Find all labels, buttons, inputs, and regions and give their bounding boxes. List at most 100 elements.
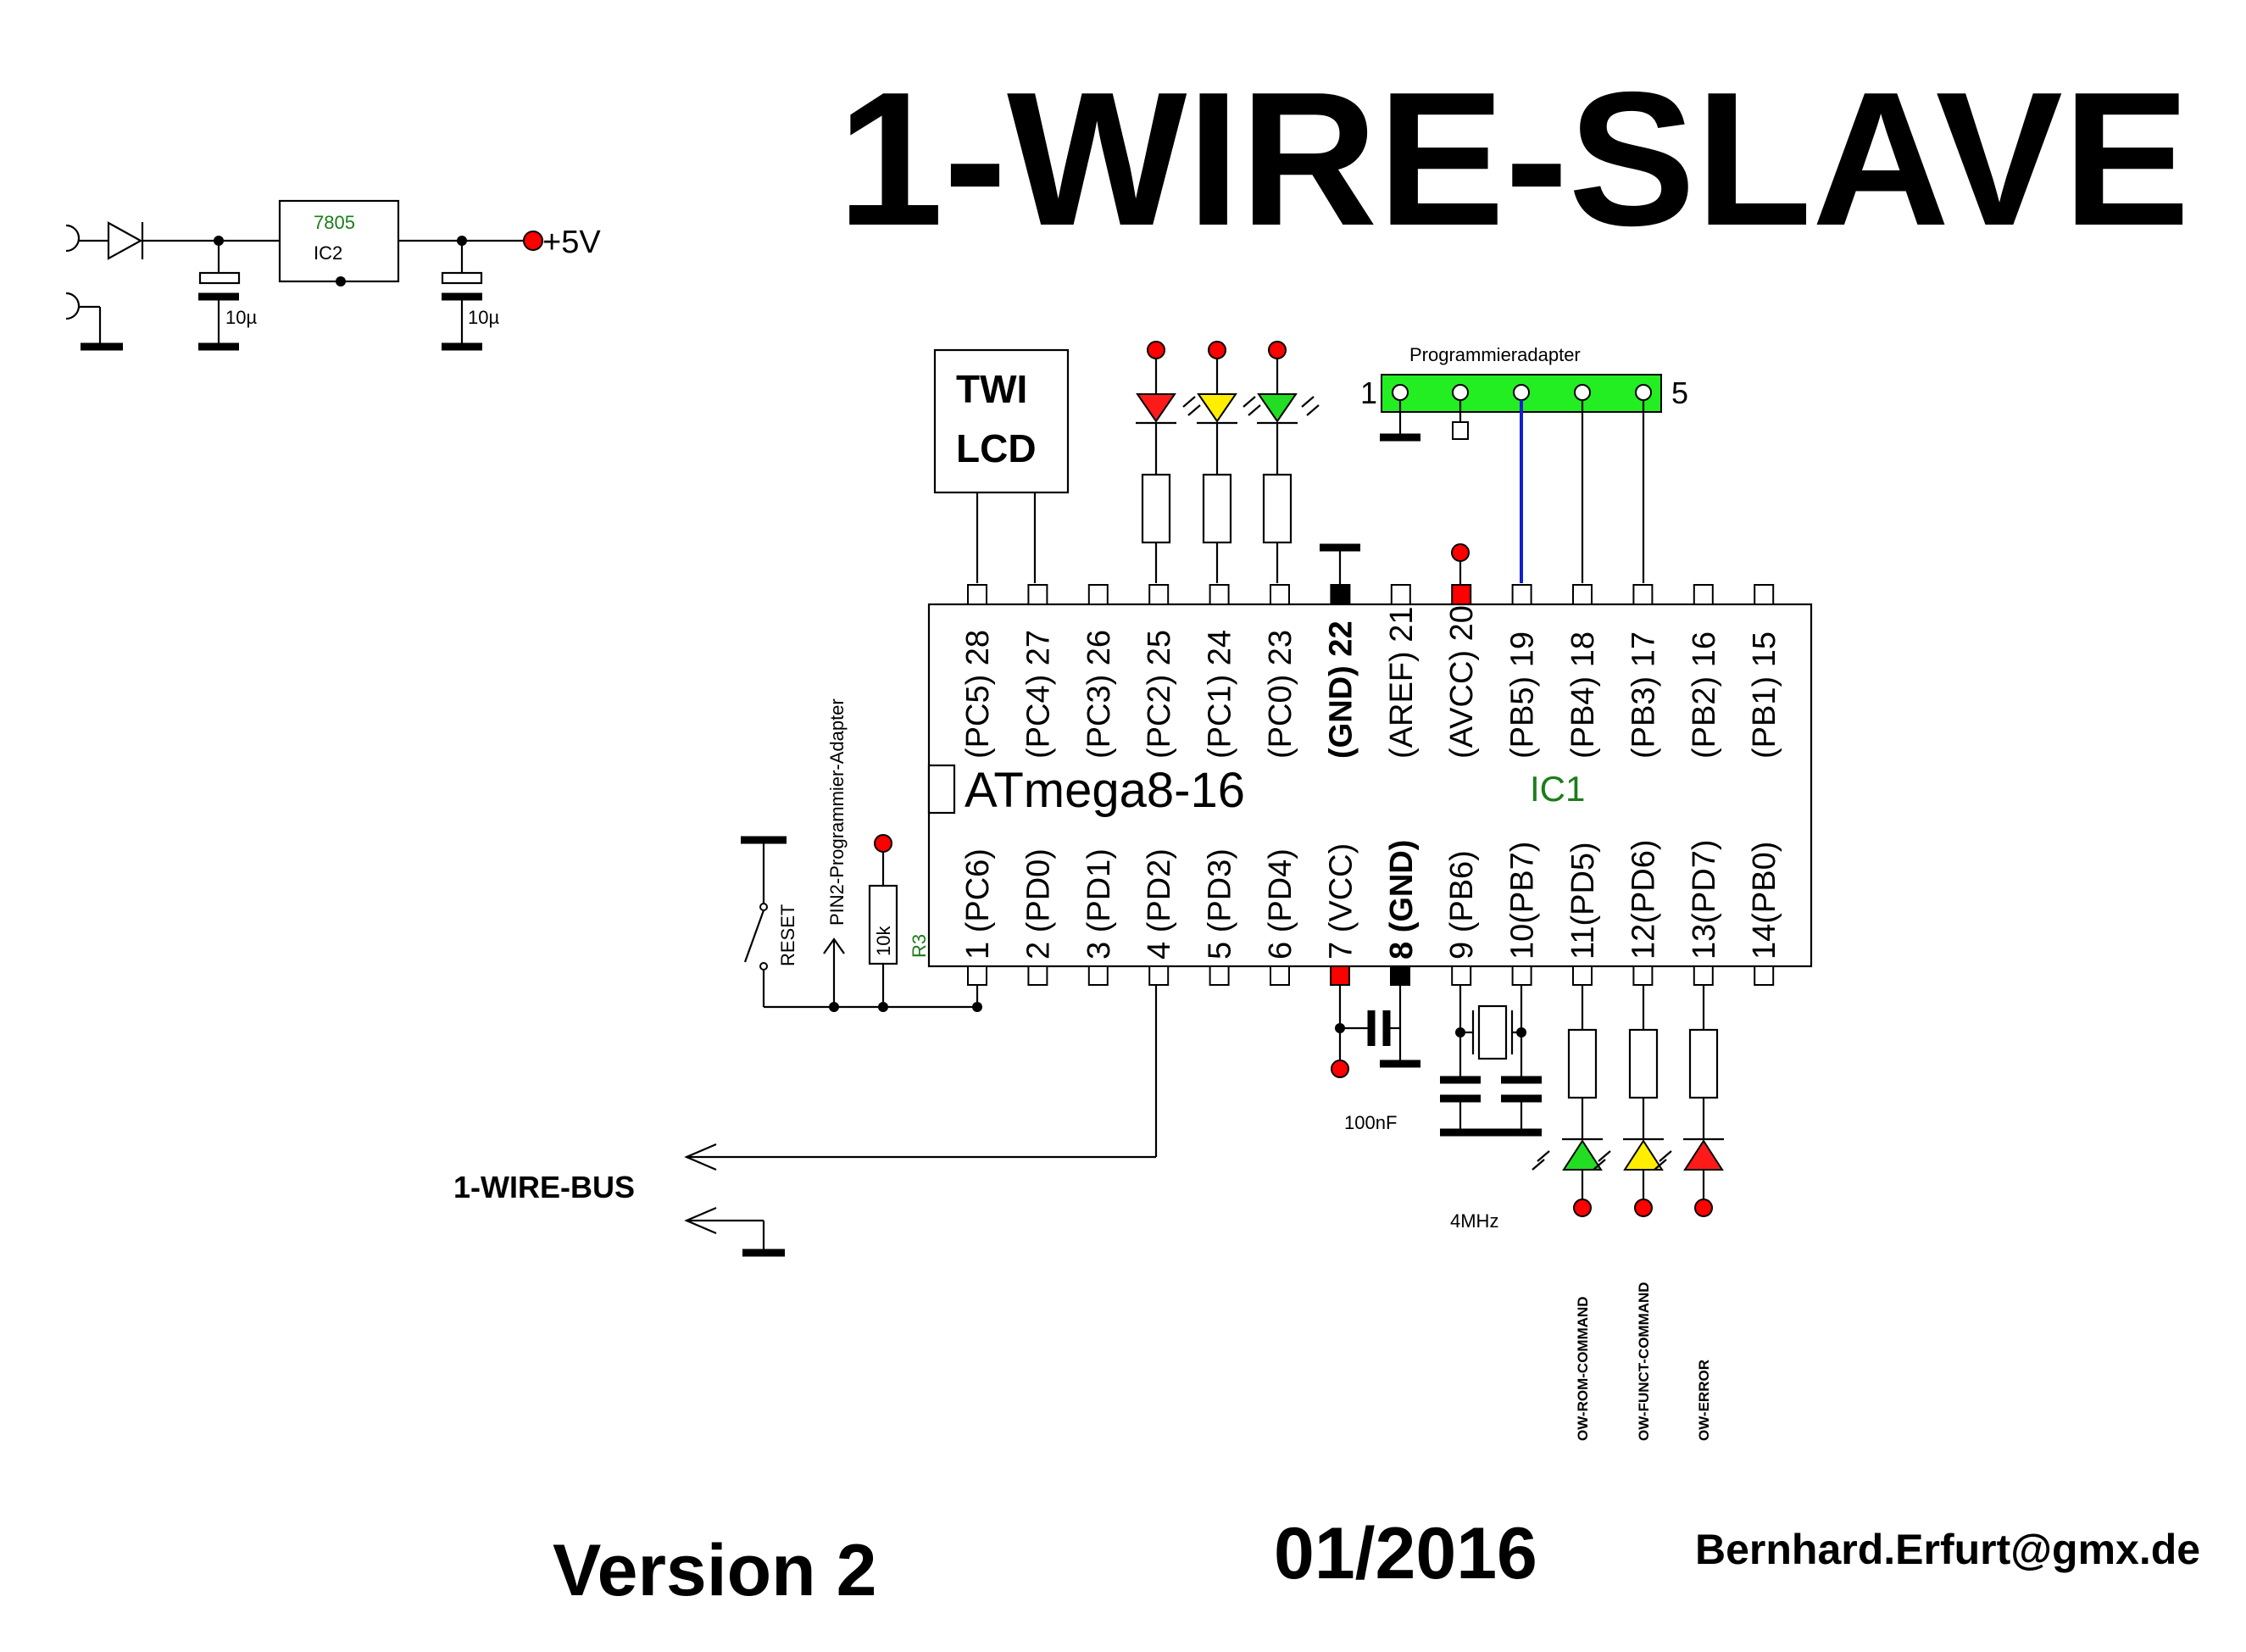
mcu-top-pin-pad (1754, 584, 1775, 605)
mcu-bottom-pin-pad (1572, 965, 1593, 986)
mcu-top-pin-pad (1270, 584, 1290, 605)
programmer-label: Programmieradapter (1409, 344, 1581, 365)
top-led-group (1136, 341, 1320, 583)
mcu-top-pin-label: (PC1) 24 (1203, 630, 1238, 759)
mcu-top-pin-pad (1511, 584, 1532, 605)
status-led-red (1654, 985, 1724, 1217)
date-label: 01/2016 (1274, 1513, 1537, 1594)
mcu-ref: IC1 (1530, 769, 1585, 809)
mcu-bottom-pin-label: 10(PB7) (1505, 842, 1541, 959)
programmer-pin-first: 1 (1360, 375, 1377, 410)
mcu-top-pin-label: (PC0) 23 (1263, 630, 1298, 759)
decoupling-cap-value: 100nF (1344, 1112, 1397, 1133)
status-label-rom: OW-ROM-COMMAND (1575, 1296, 1591, 1441)
mcu-top-pin-pad (1572, 584, 1593, 605)
mcu-top-pin-pad (1330, 584, 1351, 605)
reset-resistor-ref: R3 (909, 934, 930, 958)
mcu-bottom-pin-pad (1270, 965, 1290, 986)
mcu-bottom-pin-label: 7 (VCC) (1323, 843, 1359, 959)
mcu-bottom-pin-label: 2 (PD0) (1020, 848, 1056, 959)
mcu-bottom-pin-pad (967, 965, 987, 986)
mcu-top-pin-pad (1209, 584, 1230, 605)
status-led-yellow (1593, 985, 1664, 1217)
mcu-bottom-pin-pad (1209, 965, 1230, 986)
mcu-top-pin-label: (PC4) 27 (1020, 630, 1056, 759)
led-green-top (1243, 341, 1320, 583)
regulator-ref: IC2 (314, 242, 342, 264)
bus-label: 1-WIRE-BUS (453, 1170, 635, 1204)
regulator-type: 7805 (314, 212, 355, 233)
mcu-top-pin-label: (PB2) 16 (1687, 631, 1722, 759)
one-wire-bus: 1-WIRE-BUS (453, 985, 1158, 1257)
mcu-name: ATmega8-16 (965, 763, 1245, 818)
mcu-top-pin-label: (PC3) 26 (1081, 630, 1117, 759)
mcu-bottom-pin-pad (1632, 965, 1654, 986)
mcu-top-pin-pad (967, 584, 987, 605)
reset-circuit: RESET PIN2-Programmier-Adapter 10k R3 (741, 698, 982, 1012)
lcd-label: LCD (956, 426, 1037, 470)
decoupling: 100nF (1330, 965, 1420, 1133)
mcu-top-pin-label: (PB5) 19 (1505, 631, 1541, 759)
mcu-top-pin-pad (1451, 584, 1472, 605)
mcu-top-pin-label: (GND) 22 (1323, 620, 1359, 759)
twi-lcd-box: TWI LCD (933, 348, 1070, 583)
mcu-top-pin-label: (PB3) 17 (1626, 631, 1661, 759)
status-led-green (1532, 985, 1603, 1217)
programmer-header: Programmieradapter 1 5 (1360, 344, 1688, 583)
crystal-frequency: 4MHz (1450, 1210, 1498, 1232)
diagram-title: 1-WIRE-SLAVE (837, 52, 2190, 265)
mcu-bottom-pin-label: 6 (PD4) (1263, 848, 1298, 959)
status-label-funct: OW-FUNCT-COMMAND (1636, 1282, 1652, 1441)
crystal-symbol (1477, 1004, 1508, 1060)
mcu-bottom-pin-pad (1693, 965, 1714, 986)
mcu-bottom-pin-pad (1511, 965, 1532, 986)
mcu-top-pin-label: (PB1) 15 (1747, 631, 1782, 759)
led-red-top (1136, 341, 1176, 583)
mcu-top-pin-pad (1390, 584, 1411, 605)
mcu-top-pin-label: (AVCC) 20 (1444, 605, 1480, 759)
input-capacitor-value: 10µ (225, 307, 257, 328)
power-supply: 10µ 7805 IC2 10µ +5V (65, 199, 601, 351)
diode-symbol (107, 221, 143, 260)
twi-label: TWI (956, 367, 1027, 411)
status-led-group: OW-ROM-COMMAND OW-FUNCT-COMMAND OW-ERROR (1532, 985, 1724, 1441)
programmer-pin-last: 5 (1671, 375, 1688, 410)
adapter-pin-label: PIN2-Programmier-Adapter (826, 698, 848, 926)
led-yellow-top (1182, 341, 1237, 583)
mcu-bottom-pin-pad (1451, 965, 1472, 986)
mcu-bottom-pin-label: 3 (PD1) (1081, 848, 1117, 959)
mcu-bottom-pins: 1 (PC6) 2 (PD0) 3 (PD1) 4 (PD2) 5 (PD3) 6 (PD… (960, 840, 1782, 986)
mcu-top-pin-pad (1632, 584, 1654, 605)
mcu-bottom-pin-pad (1754, 965, 1775, 986)
mcu-bottom-pin-label: 4 (PD2) (1142, 848, 1177, 959)
supply-terminal (523, 231, 543, 251)
mcu-top-pin-label: (PC5) 28 (960, 630, 996, 759)
mcu-bottom-pin-label: 1 (PC6) (960, 848, 996, 959)
mcu-bottom-pin-label: 13(PD7) (1687, 840, 1722, 960)
mcu-top-pin-label: (AREF) 21 (1384, 607, 1420, 759)
mcu-ic1: ATmega8-16 IC1 (PC5) 28(PC4) 27(PC3) 26(… (927, 584, 1813, 986)
version-label: Version 2 (553, 1530, 876, 1611)
mcu-top-pin-pad (1148, 584, 1170, 605)
mcu-bottom-pin-label: 14(PB0) (1747, 842, 1782, 959)
mcu-top-pin-pad (1027, 584, 1048, 605)
output-capacitor (441, 271, 483, 285)
mcu-top-pin-pad (1087, 584, 1109, 605)
mcu-bottom-pin-pad (1087, 965, 1109, 986)
mcu-bottom-pin-label: 12(PD6) (1626, 840, 1661, 960)
reset-resistor-value: 10k (873, 926, 894, 956)
reset-label: RESET (777, 904, 798, 966)
supply-label: +5V (542, 225, 601, 260)
output-capacitor-value: 10µ (468, 307, 499, 328)
mcu-bottom-pin-label: 5 (PD3) (1203, 848, 1238, 959)
mcu-top-pin-label: (PC2) 25 (1142, 630, 1177, 759)
author-email: Bernhard.Erfurt@gmx.de (1695, 1526, 2200, 1573)
mcu-bottom-pin-pad (1027, 965, 1048, 986)
status-label-error: OW-ERROR (1696, 1360, 1712, 1441)
mcu-bottom-pin-pad (1148, 965, 1170, 986)
mcu-bottom-pin-label: 11(PD5) (1565, 842, 1601, 959)
mcu-top-pins: (PC5) 28 (PC4) 27 (PC3) 26 (PC2) 25 (PC1) 24… (960, 584, 1782, 759)
mcu-bottom-pin-label: 9 (PB6) (1444, 850, 1480, 959)
mcu-top-pin-pad (1693, 584, 1714, 605)
